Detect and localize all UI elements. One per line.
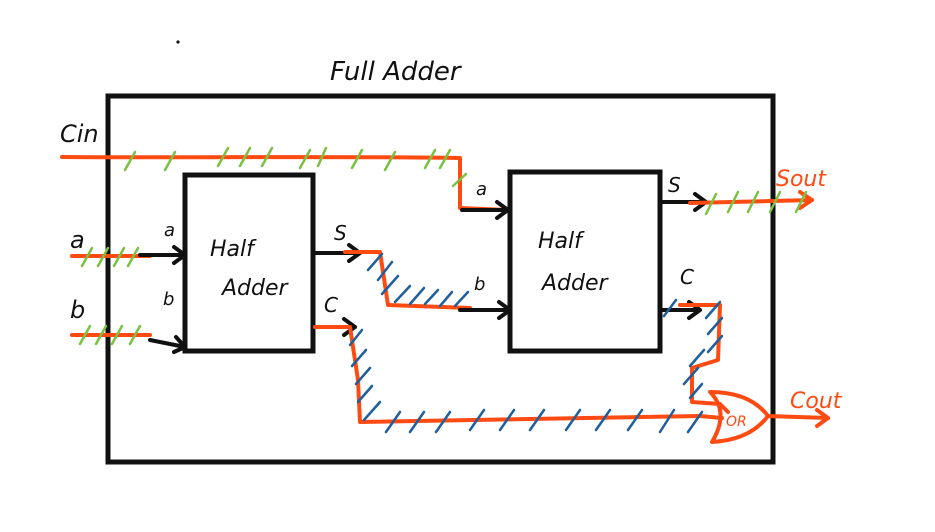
half-adder-2-input-a: a — [476, 179, 487, 200]
sum-hatch — [704, 190, 808, 216]
input-label-a: a — [70, 226, 85, 254]
half-adder-1-label-line1: Half — [210, 237, 257, 262]
b-arrow — [148, 335, 187, 354]
ha1-s-to-ha2-b-wire — [343, 250, 472, 310]
half-adder-2-box — [507, 169, 663, 354]
half-adder-2-label-line2: Adder — [540, 271, 610, 296]
full-adder-box — [105, 93, 776, 465]
or-gate — [708, 390, 770, 444]
diagram-title: Full Adder — [330, 57, 463, 87]
cin-arrow — [460, 200, 510, 220]
s-wire-hatch — [366, 252, 470, 308]
b-hatch — [78, 324, 142, 346]
a-arrow — [138, 245, 187, 265]
ha2-c-hatch — [662, 298, 724, 400]
or-gate-label: OR — [726, 414, 747, 430]
cin-hatch — [123, 146, 468, 188]
half-adder-1-box — [182, 172, 316, 354]
output-label-sum: Sout — [776, 167, 827, 192]
half-adder-2-output-s: S — [668, 173, 681, 197]
carry-out-wire — [766, 408, 830, 428]
half-adder-2-output-c: C — [680, 265, 694, 289]
input-label-b: b — [70, 296, 85, 324]
half-adder-1-output-c: C — [324, 293, 338, 317]
output-label-carry: Cout — [790, 389, 843, 414]
input-label-cin: Cin — [60, 120, 99, 148]
half-adder-1-label-line2: Adder — [220, 276, 290, 301]
half-adder-1-input-b: b — [163, 289, 174, 310]
cin-wire — [60, 155, 510, 212]
half-adder-1-output-s: S — [334, 221, 347, 245]
c-wire-hatch — [348, 328, 704, 434]
half-adder-2-input-b: b — [474, 274, 485, 295]
half-adder-1-input-a: a — [164, 220, 175, 241]
a-hatch — [80, 246, 140, 268]
ha2-b-arrow — [458, 300, 512, 320]
stray-dot — [176, 40, 180, 44]
half-adder-2-label-line1: Half — [538, 229, 585, 254]
